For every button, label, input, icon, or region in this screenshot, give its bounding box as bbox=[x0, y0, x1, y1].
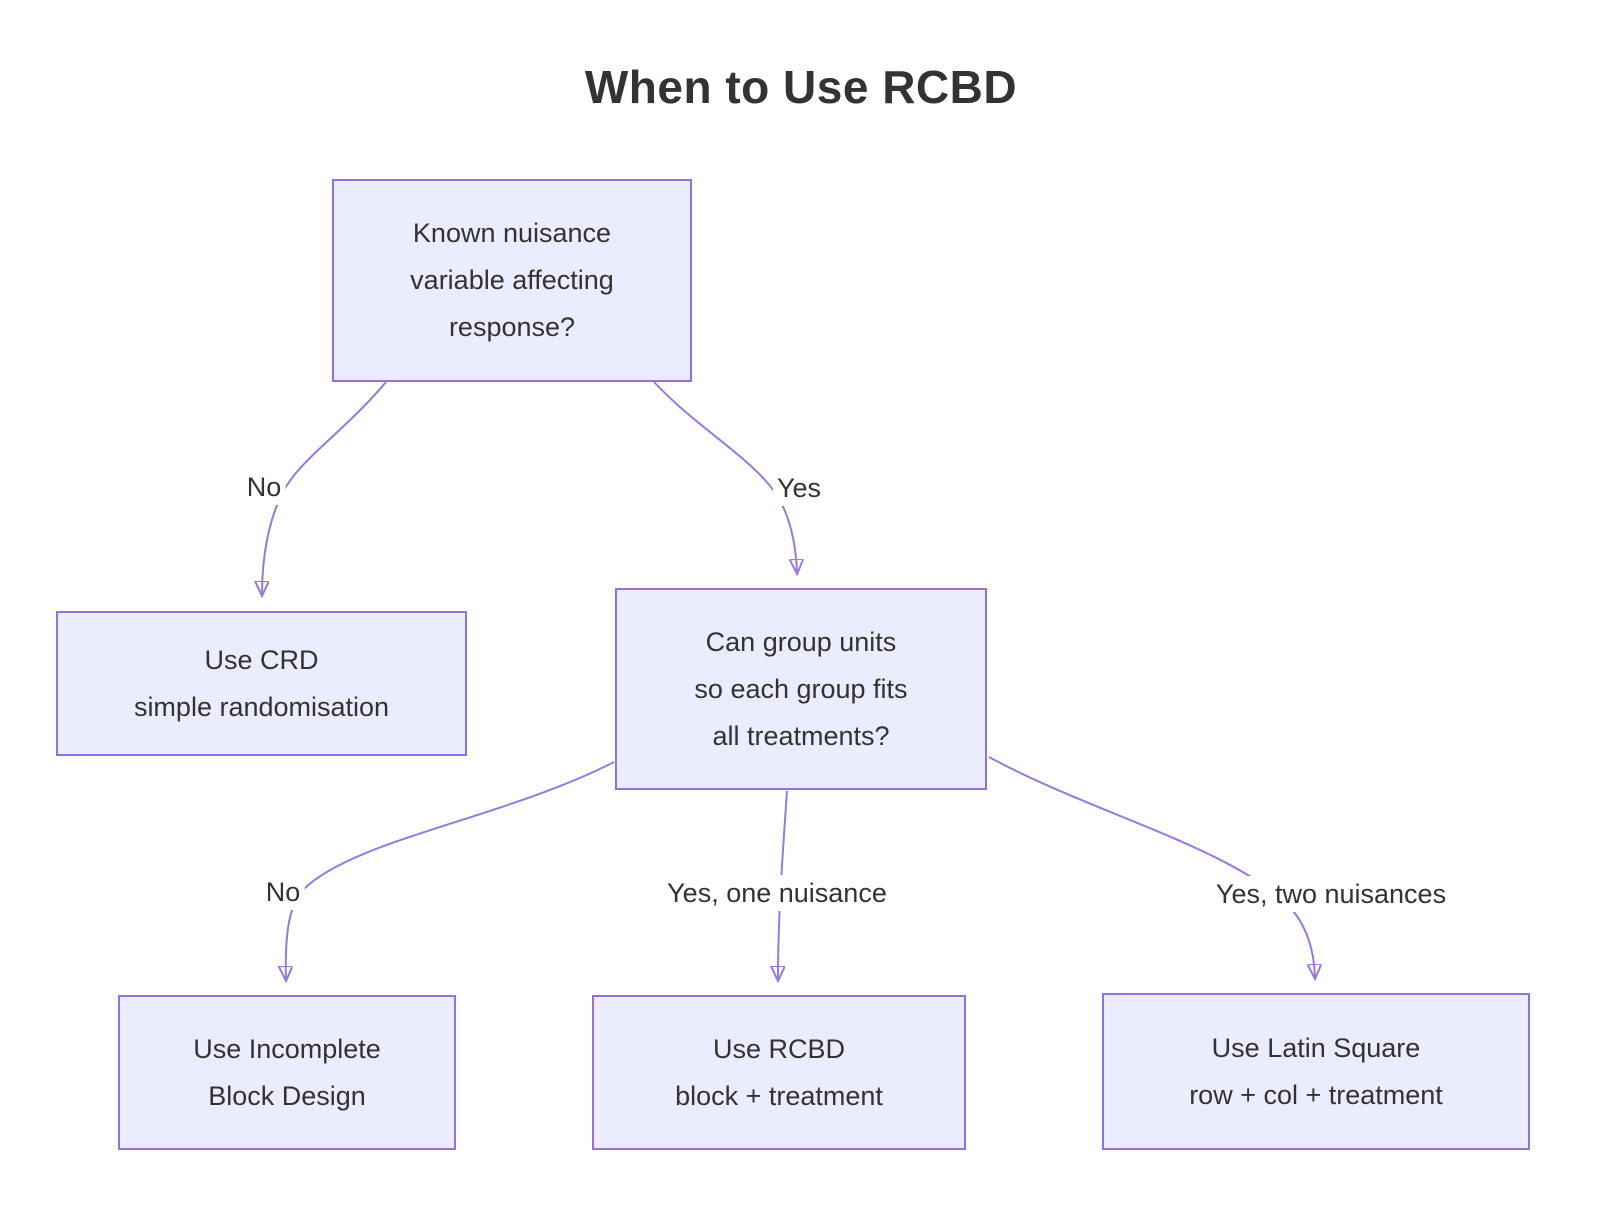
edge-group-ibd bbox=[286, 761, 615, 979]
edge-group-latin bbox=[988, 756, 1315, 977]
node-use-incomplete-block: Use Incomplete Block Design bbox=[118, 995, 456, 1150]
node-use-latin-square-label: Use Latin Square row + col + treatment bbox=[1189, 1032, 1443, 1110]
edge-label-yes-two-nuisances: Yes, two nuisances bbox=[1211, 876, 1451, 912]
node-known-nuisance-label: Known nuisance variable affecting respon… bbox=[410, 218, 614, 342]
diagram-title: When to Use RCBD bbox=[584, 61, 1018, 113]
edge-label-yes-one-nuisance: Yes, one nuisance bbox=[663, 875, 891, 911]
edge-label-no-root: No bbox=[242, 469, 286, 505]
node-use-crd: Use CRD simple randomisation bbox=[56, 611, 467, 756]
node-use-rcbd: Use RCBD block + treatment bbox=[592, 995, 966, 1150]
node-known-nuisance-question: Known nuisance variable affecting respon… bbox=[332, 179, 692, 382]
edge-root-group bbox=[653, 381, 797, 572]
node-use-crd-label: Use CRD simple randomisation bbox=[133, 644, 390, 722]
node-use-latin-square: Use Latin Square row + col + treatment bbox=[1102, 993, 1530, 1150]
node-can-group-label: Can group units so each group fits all t… bbox=[694, 626, 908, 751]
node-can-group-question: Can group units so each group fits all t… bbox=[615, 588, 987, 790]
edge-label-yes-root: Yes bbox=[772, 470, 826, 506]
node-use-rcbd-label: Use RCBD block + treatment bbox=[675, 1033, 883, 1111]
node-use-incomplete-block-label: Use Incomplete Block Design bbox=[193, 1033, 381, 1111]
edge-label-no-group: No bbox=[261, 874, 305, 910]
